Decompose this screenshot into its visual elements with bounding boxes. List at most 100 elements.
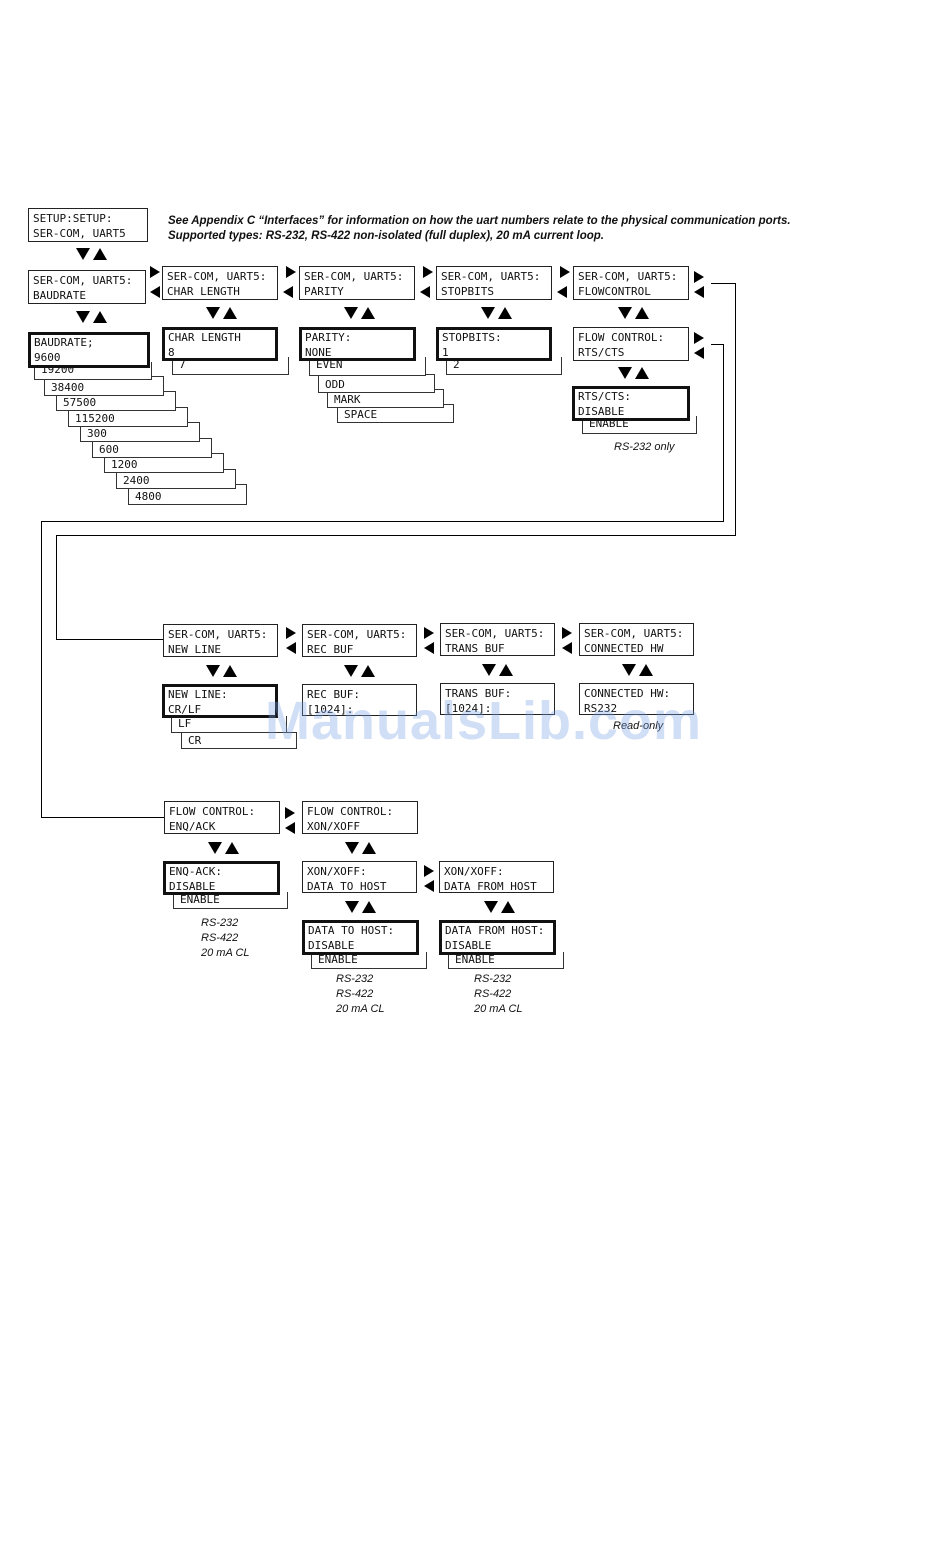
read-only-note: Read-only	[613, 720, 664, 732]
arrow-down-up-icon	[345, 842, 377, 854]
enq-type-note: RS-232	[201, 917, 239, 929]
flow-control-rts-box: FLOW CONTROL: RTS/CTS	[573, 327, 689, 361]
flow-control-enq-box: FLOW CONTROL: ENQ/ACK	[164, 801, 280, 834]
baudrate-option: 57500	[56, 391, 176, 411]
connected-hw-value-box: CONNECTED HW: RS232	[579, 683, 694, 715]
to-host-type-note: RS-422	[336, 988, 374, 1000]
to-host-type-note: 20 mA CL	[336, 1003, 385, 1015]
arrow-right-icon	[562, 627, 572, 639]
arrow-left-icon	[150, 286, 160, 298]
arrow-right-icon	[694, 271, 704, 283]
connected-hw-menu-box: SER-COM, UART5: CONNECTED HW	[579, 623, 694, 656]
xon-data-to-host-box: XON/XOFF: DATA TO HOST	[302, 861, 417, 893]
new-line-selected-box: NEW LINE: CR/LF	[162, 684, 278, 718]
rs232-only-note: RS-232 only	[614, 441, 675, 453]
arrow-down-up-icon	[76, 248, 108, 260]
arrow-down-up-icon	[622, 664, 654, 676]
arrow-down-up-icon	[481, 307, 513, 319]
arrow-down-up-icon	[345, 901, 377, 913]
arrow-down-up-icon	[76, 311, 108, 323]
enq-type-note: RS-422	[201, 932, 239, 944]
stopbits-option: 2	[446, 357, 562, 375]
arrow-right-icon	[560, 266, 570, 278]
trans-buf-value-box: TRANS BUF: [1024]:	[440, 683, 555, 715]
arrow-right-icon	[150, 266, 160, 278]
arrow-right-icon	[423, 266, 433, 278]
rec-buf-value-box: REC BUF: [1024]:	[302, 684, 417, 716]
data-to-host-selected-box: DATA TO HOST: DISABLE	[302, 920, 419, 955]
arrow-left-icon	[694, 286, 704, 298]
watermark: ManualsLib.com	[265, 691, 703, 751]
arrow-down-up-icon	[482, 664, 514, 676]
arrow-left-icon	[562, 642, 572, 654]
connector-line	[723, 344, 724, 522]
data-from-host-option: ENABLE	[448, 952, 564, 969]
rts-cts-selected-box: RTS/CTS: DISABLE	[572, 386, 690, 421]
connector-line	[735, 283, 736, 536]
arrow-right-icon	[424, 627, 434, 639]
arrow-left-icon	[424, 642, 434, 654]
stopbits-menu-box: SER-COM, UART5: STOPBITS	[436, 266, 552, 300]
baudrate-option: 300	[80, 422, 200, 442]
arrow-down-up-icon	[206, 307, 238, 319]
arrow-left-icon	[286, 642, 296, 654]
arrow-right-icon	[286, 266, 296, 278]
arrow-right-icon	[424, 865, 434, 877]
char-length-selected-box: CHAR LENGTH 8	[162, 327, 278, 361]
data-to-host-option: ENABLE	[311, 952, 427, 969]
header-line-1: See Appendix C “Interfaces” for informat…	[168, 215, 791, 227]
connector-line	[56, 535, 736, 536]
parity-option: ODD	[318, 374, 435, 393]
from-host-type-note: RS-422	[474, 988, 512, 1000]
arrow-left-icon	[557, 286, 567, 298]
arrow-left-icon	[694, 347, 704, 359]
header-line-2: Supported types: RS-232, RS-422 non-isol…	[168, 230, 604, 242]
from-host-type-note: RS-232	[474, 973, 512, 985]
trans-buf-menu-box: SER-COM, UART5: TRANS BUF	[440, 623, 555, 656]
char-length-menu-box: SER-COM, UART5: CHAR LENGTH	[162, 266, 278, 300]
char-length-option: 7	[172, 357, 289, 375]
baudrate-option: 4800	[128, 484, 247, 505]
rec-buf-menu-box: SER-COM, UART5: REC BUF	[302, 624, 417, 657]
connector-line	[56, 535, 57, 640]
enq-ack-option: ENABLE	[173, 892, 288, 909]
parity-menu-box: SER-COM, UART5: PARITY	[299, 266, 415, 300]
new-line-menu-box: SER-COM, UART5: NEW LINE	[163, 624, 278, 657]
arrow-down-up-icon	[618, 307, 650, 319]
connector-line	[711, 344, 724, 345]
arrow-left-icon	[285, 822, 295, 834]
parity-selected-box: PARITY: NONE	[299, 327, 416, 361]
arrow-down-up-icon	[484, 901, 516, 913]
arrow-left-icon	[420, 286, 430, 298]
arrow-down-up-icon	[208, 842, 240, 854]
baudrate-selected-box: BAUDRATE; 9600	[28, 332, 150, 368]
xon-data-from-host-box: XON/XOFF: DATA FROM HOST	[439, 861, 554, 893]
setup-menu-box: SETUP:SETUP: SER-COM, UART5	[28, 208, 148, 242]
parity-option: EVEN	[309, 357, 426, 376]
connector-line	[41, 817, 164, 818]
enq-ack-selected-box: ENQ-ACK: DISABLE	[163, 861, 280, 895]
enq-type-note: 20 mA CL	[201, 947, 250, 959]
to-host-type-note: RS-232	[336, 973, 374, 985]
arrow-right-icon	[286, 627, 296, 639]
data-from-host-selected-box: DATA FROM HOST: DISABLE	[439, 920, 556, 955]
from-host-type-note: 20 mA CL	[474, 1003, 523, 1015]
arrow-left-icon	[424, 880, 434, 892]
arrow-right-icon	[285, 807, 295, 819]
connector-line	[711, 283, 736, 284]
arrow-right-icon	[694, 332, 704, 344]
baudrate-menu-box: SER-COM, UART5: BAUDRATE	[28, 270, 146, 304]
flowcontrol-menu-box: SER-COM, UART5: FLOWCONTROL	[573, 266, 689, 300]
flow-control-xon-box: FLOW CONTROL: XON/XOFF	[302, 801, 418, 834]
new-line-option: LF	[171, 716, 287, 733]
arrow-left-icon	[283, 286, 293, 298]
connector-line	[41, 521, 724, 522]
arrow-down-up-icon	[344, 307, 376, 319]
stopbits-selected-box: STOPBITS: 1	[436, 327, 552, 361]
arrow-down-up-icon	[618, 367, 650, 379]
connector-line	[56, 639, 163, 640]
baudrate-option: 115200	[68, 407, 188, 427]
connector-line	[41, 521, 42, 818]
arrow-down-up-icon	[344, 665, 376, 677]
arrow-down-up-icon	[206, 665, 238, 677]
